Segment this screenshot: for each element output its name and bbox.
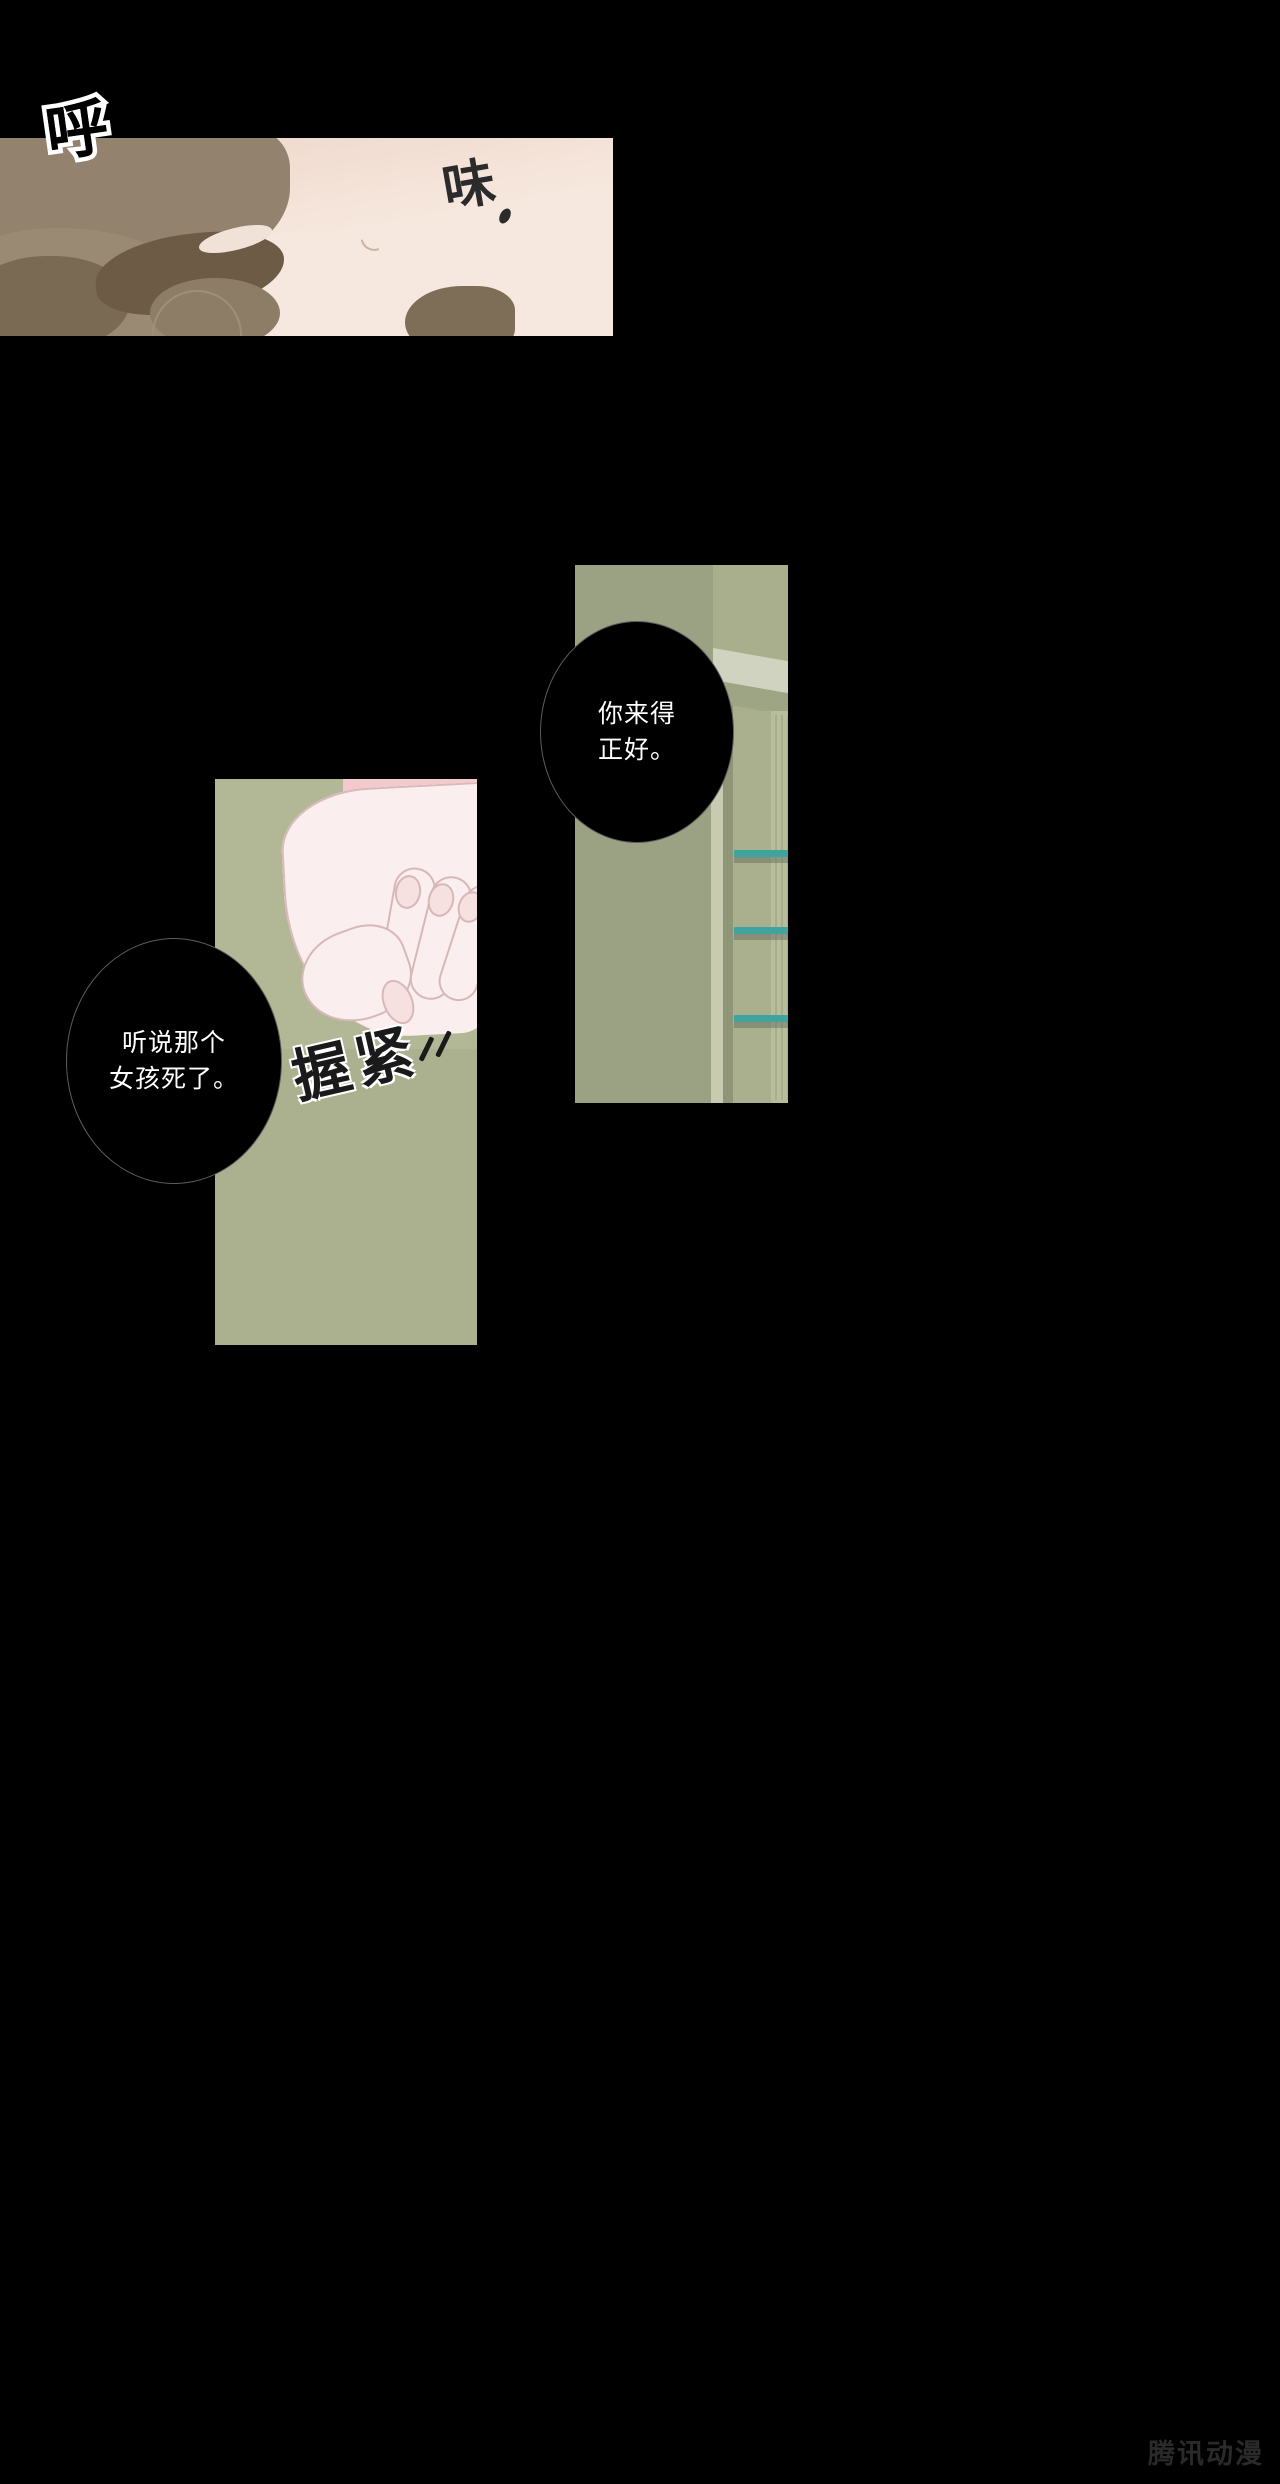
shelf-rail-shadow [734,856,788,863]
shelf-rail [734,850,788,857]
cabinet-slat [781,715,783,1100]
watermark-tencent-comics: 腾讯动漫 [1148,2439,1264,2470]
sfx-breath-fill: 呼 [41,90,111,171]
shelf-rail-shadow [734,933,788,940]
cabinet-slat [775,715,777,1100]
speech-bubble-you-came-at-right-time: 你来得 正好。 [540,621,734,843]
speech-bubble-text: 听说那个 女孩死了。 [108,1027,239,1093]
speech-bubble-heard-that-girl-died: 听说那个 女孩死了。 [66,938,282,1184]
pillar-shadow [723,705,733,1103]
shelf-rail-shadow [734,1021,788,1028]
pillar-edge [711,705,723,1103]
panel-hands-clasped [215,779,477,1345]
speech-bubble-text: 你来得 正好。 [597,698,676,764]
hair-lock-d [405,286,515,336]
cabinet-slat [787,715,788,1100]
shelf-rail [734,927,788,934]
cabinet-interior [733,711,771,1103]
panel-face-closeup [0,138,613,336]
sfx-taste: 味 [438,151,500,221]
shelf-rail [734,1015,788,1022]
